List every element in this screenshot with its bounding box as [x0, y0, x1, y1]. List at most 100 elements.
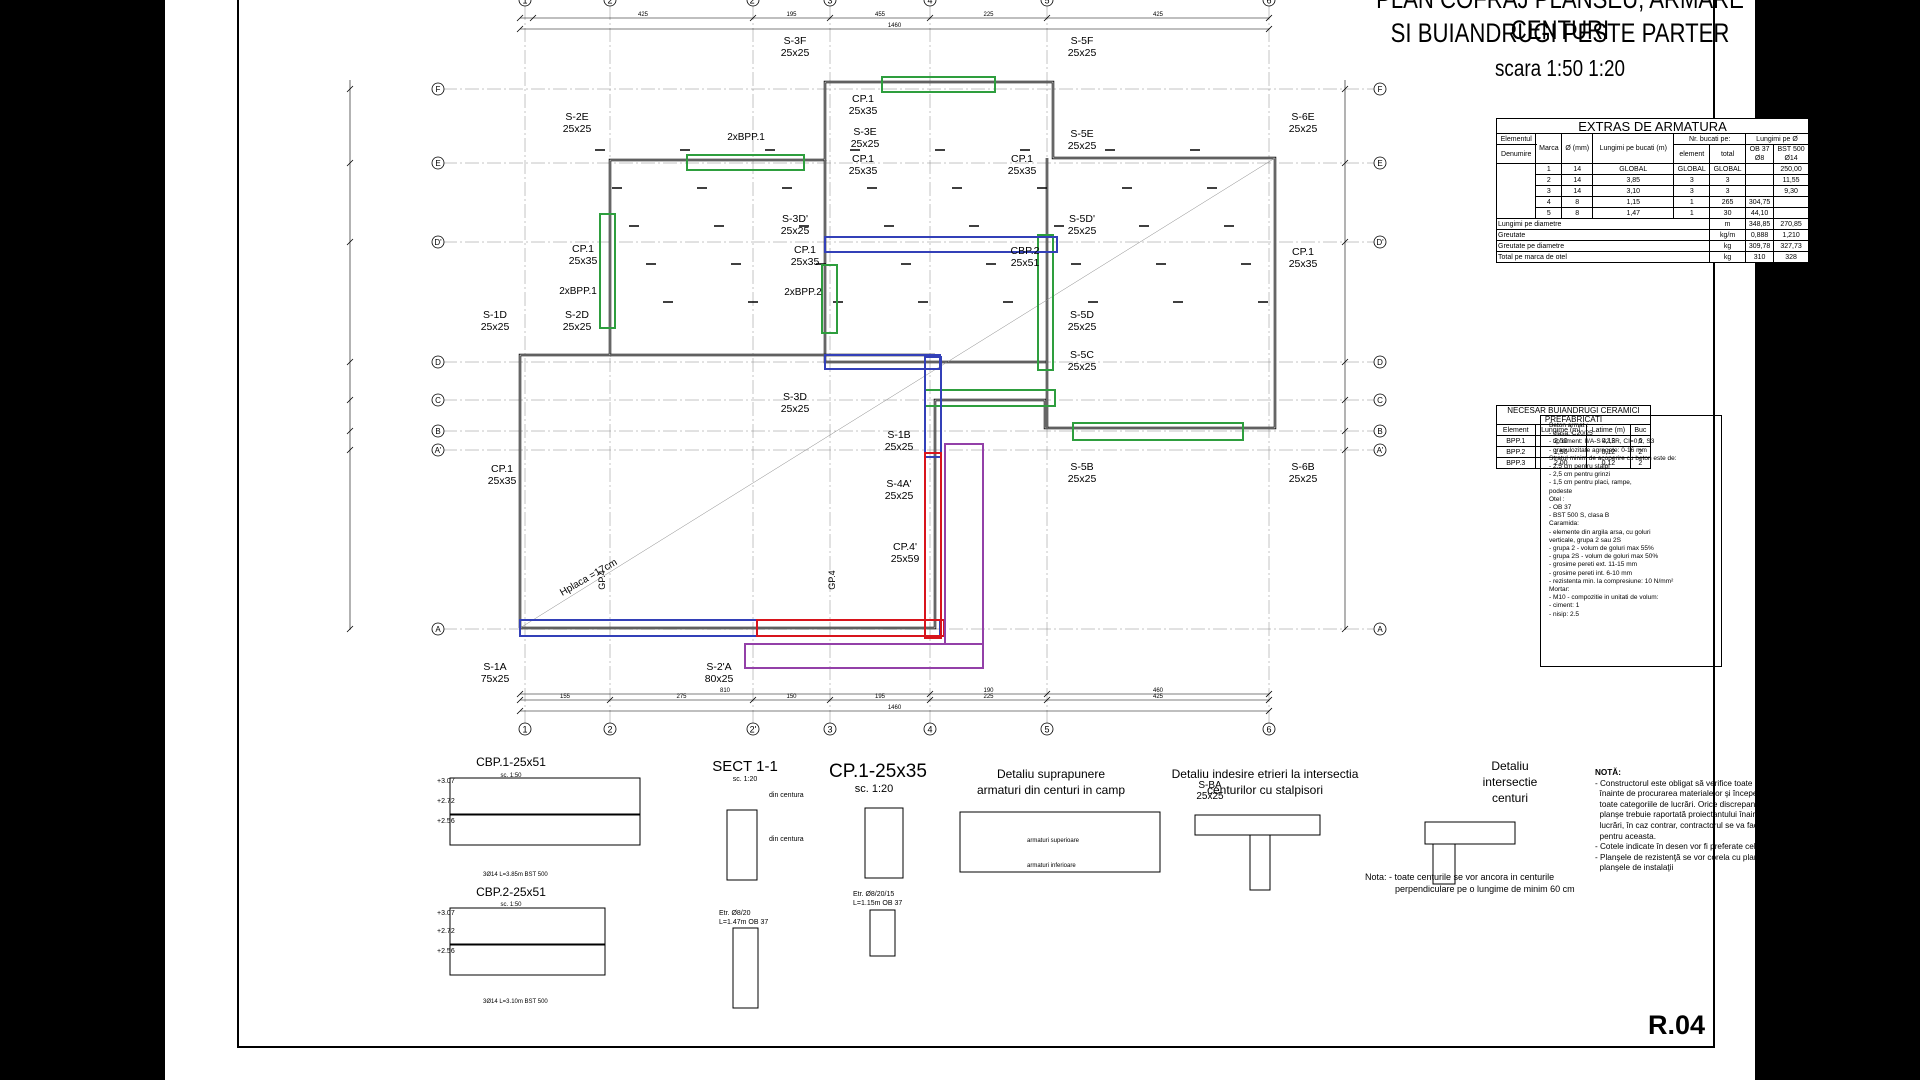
detail-overlap-title1: Detaliu suprapunere — [997, 767, 1105, 781]
beam-purple-h — [744, 643, 984, 669]
rebar-sum-bst: 1,210 — [1773, 229, 1809, 241]
spec-line: - 1,5 cm pentru placi, rampe, — [1549, 479, 1632, 487]
beam-purple-v — [944, 443, 984, 645]
dim-tick — [749, 14, 757, 22]
rebar-cell: 3 — [1709, 185, 1746, 197]
dim-label: 195 — [875, 694, 886, 700]
detail-cp1-scale: sc. 1:20 — [855, 783, 894, 795]
dim-tick — [749, 696, 757, 704]
rebar-cell: 5 — [1535, 207, 1563, 219]
beam-red-v — [924, 452, 942, 639]
label-cp1-a: CP.1 — [852, 93, 874, 105]
rebar-sum-unit: kg — [1709, 251, 1746, 263]
dim-tick — [1265, 696, 1273, 704]
detail-sect-section — [726, 809, 758, 881]
rebar-row-group — [1495, 163, 1537, 219]
label-s1d-size: 25x25 — [481, 321, 510, 333]
axis-bubble — [1373, 443, 1387, 457]
dim-tick — [826, 14, 834, 22]
axis-bubble — [603, 0, 617, 7]
rebar-cell: GLOBAL — [1592, 163, 1675, 175]
spec-line: - M10 - compozitie in unitati de volum: — [1549, 594, 1659, 602]
notes-line: - Cotele indicate în desen vor fi prefer… — [1595, 842, 1838, 852]
dim-tick — [1341, 427, 1349, 435]
axis-bubble — [1373, 622, 1387, 636]
dim-tick — [1341, 159, 1349, 167]
rebar-h-denumire: Denumire — [1495, 144, 1537, 164]
axis-bubble — [431, 393, 445, 407]
spec-line: - granulozitate agregate: 0-16 mm — [1549, 446, 1647, 454]
detail-cbp2-wall — [449, 944, 606, 976]
beam-green-cbp2 — [1037, 234, 1054, 371]
notes-line: planşe trebuie raportată proiectantului … — [1595, 810, 1844, 820]
rebar-cell: 4 — [1535, 196, 1563, 208]
spec-line: - 2,5 cm pentru grinzi — [1549, 471, 1611, 479]
detail-inter-title3: centuri — [1492, 791, 1528, 805]
axis-letter: A' — [1377, 446, 1384, 455]
detail-stirrup-col-shape — [1249, 834, 1271, 891]
dim-tick — [926, 696, 934, 704]
detail-overlap-top: armaturi superioare — [1027, 838, 1080, 844]
rebar-cell: 3 — [1709, 174, 1746, 186]
axis-letter: A — [435, 625, 441, 634]
dim-tick — [1265, 707, 1273, 715]
dim-tick — [1341, 85, 1349, 93]
detail-cp1-title: CP.1-25x35 — [829, 761, 927, 782]
dim-tick — [346, 396, 354, 404]
notes-line: toate categoriile de lucrări. Orice disc… — [1595, 799, 1828, 809]
detail-level: +2.72 — [437, 798, 455, 805]
rebar-cell: 44,10 — [1744, 207, 1775, 219]
label-s5c: S-5C — [1070, 349, 1094, 361]
axis-bubble — [823, 722, 837, 736]
detail-inter-title1: Detaliu — [1491, 759, 1528, 773]
rebar-cell — [1744, 174, 1775, 186]
beam-green-cp1-top — [881, 76, 996, 93]
dim-tick — [826, 696, 834, 704]
detail-sect-stirrup-shape — [732, 927, 759, 1009]
notes-line: lucrări, în caz contrar, contractorul se… — [1595, 820, 1807, 830]
dim-tick — [346, 358, 354, 366]
axis-bubble — [431, 622, 445, 636]
rebar-cell: GLOBAL — [1673, 163, 1711, 175]
beam-blue-col — [924, 356, 942, 458]
label-s3f: S-3F — [784, 35, 807, 47]
label-cp4: CP.4' — [893, 541, 917, 553]
dim-tick — [346, 446, 354, 454]
dim-label: 455 — [875, 12, 886, 18]
axis-bubble — [1040, 722, 1054, 736]
lintel-table: NECESAR BUIANDRUGI CERAMICI PREFABRICATI… — [1496, 405, 1652, 469]
label-cp1-f-size: 25x35 — [488, 475, 517, 487]
rebar-cell: 14 — [1561, 185, 1594, 197]
detail-cp1-section — [864, 807, 904, 879]
label-cp1-d: CP.1 — [1011, 153, 1033, 165]
rebar-sum-unit: kg — [1709, 240, 1746, 252]
beam-blue-d1 — [824, 236, 1058, 253]
axis-letter: C — [435, 396, 441, 405]
axis-bubble — [518, 0, 532, 7]
axis-bubble — [1373, 82, 1387, 96]
lintel-cell: BPP.1 — [1496, 435, 1536, 447]
detail-overlap-beam — [959, 811, 1161, 873]
detail-inter-beam-h — [1424, 821, 1516, 845]
spec-line: - nisip: 2.5 — [1549, 610, 1579, 618]
spec-line: - rezistenta min. la compresiune: 10 N/m… — [1549, 577, 1674, 585]
rebar-cell: 3 — [1535, 185, 1563, 197]
sheet-title-line1: PLAN COFRAJ PLANSEU, ARMARE CENTURI — [1376, 0, 1744, 45]
axis-bubble — [431, 355, 445, 369]
axis-bubble — [1040, 0, 1054, 7]
rebar-sum-label: Lungimi pe diametre — [1495, 218, 1711, 230]
label-cp1-d-size: 25x35 — [1008, 165, 1037, 177]
rebar-sum-ob37: 0,888 — [1744, 229, 1775, 241]
label-cp1-c: CP.1 — [794, 244, 816, 256]
drawing-frame — [237, 0, 1715, 1048]
dim-tick — [1265, 690, 1273, 698]
rebar-sum-unit: m — [1709, 218, 1746, 230]
notes-line: înainte de procurarea materialelor şi în… — [1595, 789, 1832, 799]
general-notes: NOTĂ:- Constructorul este obligat să ver… — [1595, 768, 1845, 874]
dim-tick — [606, 696, 614, 704]
dim-tick — [516, 696, 524, 704]
sheet-number: R.04 — [1648, 1010, 1706, 1040]
